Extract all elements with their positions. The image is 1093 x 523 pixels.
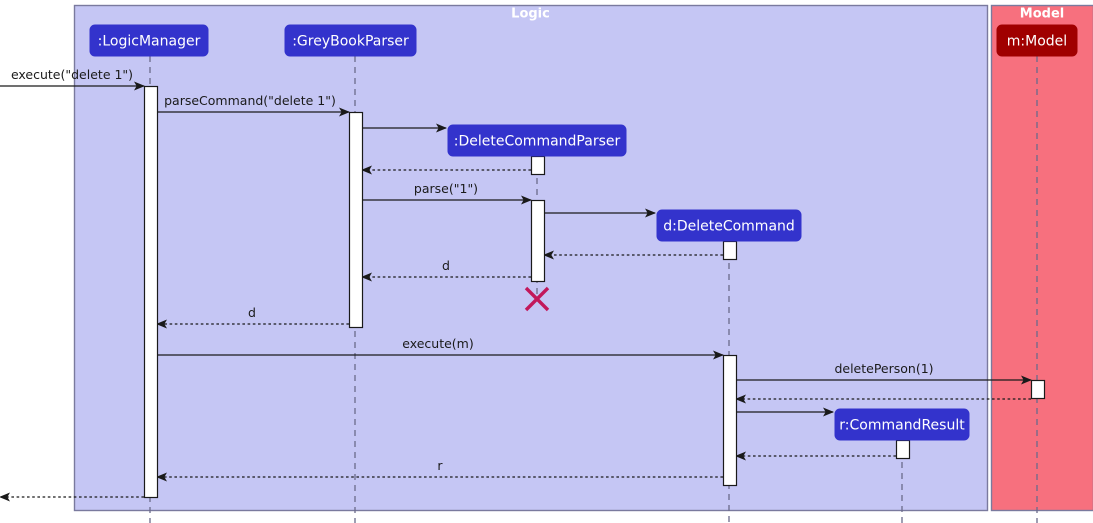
act-delete-command-parser-create (530, 155, 546, 176)
participant-model[interactable]: m:Model (996, 24, 1078, 57)
act-command-result-create (895, 439, 911, 460)
msg-execute-label: execute("delete 1") (11, 67, 133, 82)
msg-return-r-label: r (437, 458, 443, 473)
package-title-model: Model (1020, 7, 1064, 22)
package-title-logic: Logic (511, 7, 550, 22)
participant-label-model: m:Model (1007, 34, 1067, 50)
participant-box-model[interactable] (996, 24, 1078, 57)
msg-parse: parse("1") (362, 181, 532, 205)
msg-return-d-parser-label: d (442, 258, 450, 273)
destroy-delete-command-parser (524, 286, 550, 312)
messages-layer: execute("delete 1") parseCommand("delete … (0, 67, 1032, 502)
participants-layer: :LogicManager :GreyBookParser :DeleteComma… (89, 24, 1078, 441)
participant-command-result[interactable]: r:CommandResult (834, 408, 970, 441)
participant-delete-command-parser[interactable]: :DeleteCommandParser (447, 124, 627, 157)
msg-return-r: r (156, 458, 723, 482)
msg-delete-person: deletePerson(1) (736, 361, 1032, 385)
participant-box-delete-command-parser[interactable] (447, 124, 627, 157)
act-delete-command-execute (722, 354, 738, 487)
act-delete-command-create (722, 240, 738, 261)
activations-layer (143, 85, 1046, 499)
participant-label-delete-command-parser: :DeleteCommandParser (454, 134, 621, 150)
msg-execute: execute("delete 1") (0, 67, 145, 91)
msg-execute-m: execute(m) (157, 336, 724, 360)
destructions-layer (524, 286, 550, 312)
participant-label-logic-manager: :LogicManager (98, 34, 201, 50)
msg-return-d-logic-label: d (248, 305, 256, 320)
package-body-model (990, 4, 1093, 512)
msg-delete-person-label: deletePerson(1) (834, 361, 933, 376)
participant-box-delete-command[interactable] (656, 209, 802, 242)
msg-return-d-parser: d (361, 258, 531, 282)
participant-logic-manager[interactable]: :LogicManager (89, 24, 209, 57)
participant-greybook-parser[interactable]: :GreyBookParser (284, 24, 417, 57)
participant-box-greybook-parser[interactable] (284, 24, 417, 57)
msg-return-d-logic: d (156, 305, 349, 329)
act-delete-command-parser-parse (530, 199, 546, 283)
msg-parse-command-label: parseCommand("delete 1") (164, 93, 336, 108)
participant-label-delete-command: d:DeleteCommand (663, 219, 795, 235)
msg-parse-command: parseCommand("delete 1") (157, 93, 350, 117)
act-greybook-parser (348, 111, 364, 329)
msg-execute-m-label: execute(m) (402, 336, 474, 351)
msg-parse-label: parse("1") (414, 181, 478, 196)
act-model-delete (1030, 379, 1046, 400)
participant-delete-command[interactable]: d:DeleteCommand (656, 209, 802, 242)
participant-label-greybook-parser: :GreyBookParser (292, 34, 409, 50)
participant-box-command-result[interactable] (834, 408, 970, 441)
package-model: Model (990, 4, 1093, 512)
participant-box-logic-manager[interactable] (89, 24, 209, 57)
destroy-delete-command-parser-stroke-b (524, 286, 550, 312)
act-logic-manager (143, 85, 159, 499)
participant-label-command-result: r:CommandResult (839, 418, 965, 434)
